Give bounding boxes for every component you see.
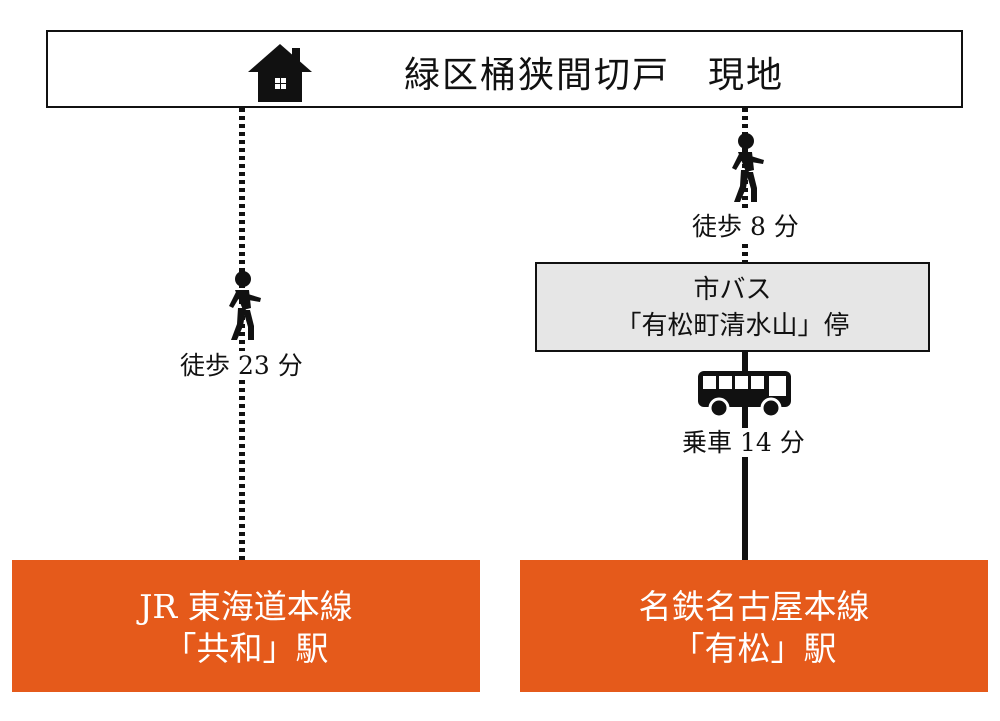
walking-person-icon: [732, 133, 764, 202]
station-line-name: 名鉄名古屋本線: [638, 587, 870, 626]
left-walk-route-line: [239, 108, 245, 560]
station-arimatsu: 名鉄名古屋本線 「有松」駅: [520, 560, 988, 692]
left-walk-time-label: 徒歩 23 分: [178, 351, 305, 380]
right-walk-time-label: 徒歩 8 分: [690, 212, 801, 241]
house-icon: [248, 44, 312, 102]
walking-person-icon: [229, 271, 261, 340]
station-line-name: JR 東海道本線: [139, 587, 353, 626]
station-kyowa: JR 東海道本線 「共和」駅: [12, 560, 480, 692]
bus-ride-time-label: 乗車 14 分: [680, 428, 807, 457]
bus-icon: [698, 371, 791, 418]
bus-stop-line2: 「有松町清水山」停: [615, 311, 850, 341]
destination-box: 緑区桶狭間切戸 現地: [46, 30, 963, 108]
destination-title: 緑区桶狭間切戸 現地: [404, 55, 785, 96]
bus-stop-box: 市バス 「有松町清水山」停: [535, 262, 930, 352]
station-name: 「共和」駅: [163, 629, 329, 668]
station-name: 「有松」駅: [671, 629, 837, 668]
bus-stop-line1: 市バス: [693, 275, 772, 305]
